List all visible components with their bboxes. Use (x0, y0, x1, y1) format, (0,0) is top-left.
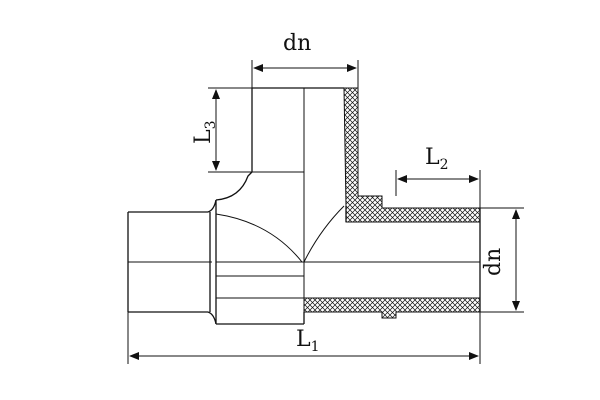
label-L1: L1 (296, 327, 320, 355)
label-dn-top: dn (283, 31, 311, 56)
extension-lines (127, 60, 524, 364)
branch-outlet (251, 87, 344, 173)
svg-text:dn: dn (481, 248, 506, 276)
tee-body (215, 88, 481, 325)
bottom-wall-hatch (303, 297, 481, 319)
label-L3: L3 (191, 120, 219, 144)
label-L2: L2 (425, 145, 449, 173)
svg-text:L3: L3 (191, 120, 219, 144)
left-spigot (127, 199, 217, 325)
branch-wall-hatch (343, 87, 481, 223)
label-dn-right: dn (481, 248, 506, 276)
